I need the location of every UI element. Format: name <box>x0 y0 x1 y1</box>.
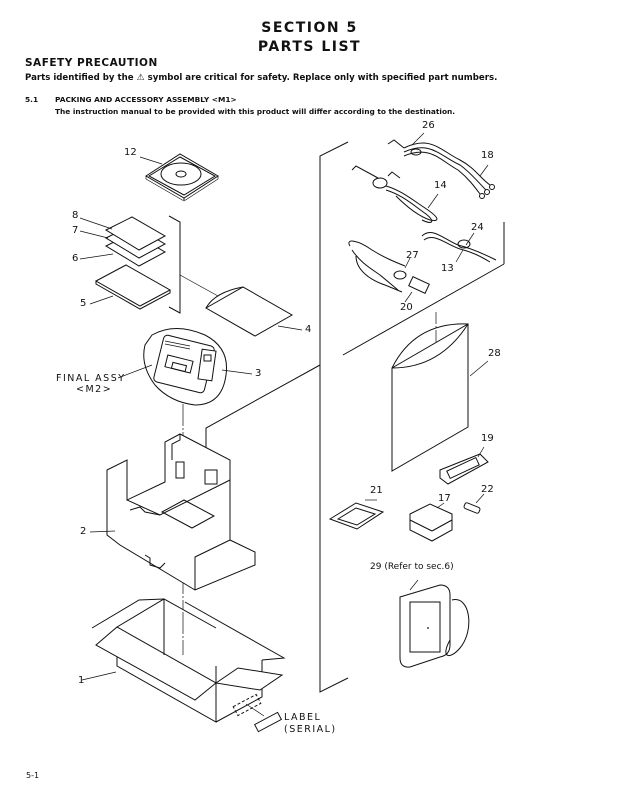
camcorder-final-assembly <box>117 328 253 406</box>
callout-18: 18 <box>481 150 494 161</box>
label-serial-sub: (SERIAL) <box>284 724 337 735</box>
callout-5: 5 <box>80 298 87 309</box>
final-assy-ref: <M2> <box>76 384 113 395</box>
callout-21: 21 <box>370 485 383 496</box>
core-filter-part-22 <box>463 493 485 514</box>
callout-28: 28 <box>488 348 501 359</box>
callout-26: 26 <box>422 120 435 131</box>
callout-3: 3 <box>255 368 262 379</box>
callout-27: 27 <box>406 250 419 261</box>
callout-14: 14 <box>434 180 447 191</box>
callout-24: 24 <box>471 222 484 233</box>
callout-2: 2 <box>80 526 87 537</box>
cleaning-cloth-part-21 <box>328 499 385 530</box>
instruction-sheets-parts-6-7-8 <box>79 216 167 267</box>
safety-heading: SAFETY PRECAUTION <box>25 57 158 69</box>
callout-29: 29 (Refer to sec.6) <box>370 562 454 572</box>
warning-triangle-icon: ⚠ <box>136 73 145 83</box>
callout-20: 20 <box>400 302 413 313</box>
callout-17: 17 <box>438 493 451 504</box>
callout-19: 19 <box>481 433 494 444</box>
cables-parts-13-24 <box>421 231 497 263</box>
accessory-panel-frame <box>319 141 505 693</box>
battery-part-19 <box>439 446 489 485</box>
page-title: PARTS LIST <box>257 39 362 55</box>
callout-7: 7 <box>72 225 79 236</box>
final-assy-label: FINAL ASSY <box>56 373 126 384</box>
battery-pack-part-17 <box>409 502 453 542</box>
av-cable-part-18 <box>387 132 495 199</box>
callout-6: 6 <box>72 253 79 264</box>
label-serial-title: LABEL <box>284 712 322 723</box>
callout-1: 1 <box>78 675 85 686</box>
callout-8: 8 <box>72 210 79 221</box>
callout-13: 13 <box>441 263 454 274</box>
safety-text: Parts identified by the ⚠ symbol are cri… <box>25 73 497 83</box>
pc-cable-parts-20-27 <box>348 240 430 303</box>
subsection-number: 5.1 <box>25 95 39 104</box>
safety-text-before: Parts identified by the <box>25 73 134 83</box>
poly-bag-part-4 <box>204 286 303 337</box>
cable-part-14 <box>351 165 439 223</box>
page-number: 5-1 <box>26 771 40 780</box>
poly-bag-part-28 <box>391 323 489 472</box>
ac-adapter-part-29 <box>399 579 470 668</box>
safety-text-after: symbol are critical for safety. Replace … <box>147 73 498 83</box>
cushion-part-2 <box>89 433 256 591</box>
callout-4: 4 <box>305 324 312 335</box>
subsection-note: The instruction manual to be provided wi… <box>55 107 456 116</box>
carton-box-part-1 <box>81 598 286 733</box>
callout-12: 12 <box>124 147 137 158</box>
section-number: SECTION 5 <box>261 20 358 36</box>
cd-rom-case-part-12 <box>139 153 219 202</box>
instruction-manual-part-5 <box>89 264 172 310</box>
callout-22: 22 <box>481 484 494 495</box>
subsection-title: PACKING AND ACCESSORY ASSEMBLY <M1> <box>55 95 237 104</box>
